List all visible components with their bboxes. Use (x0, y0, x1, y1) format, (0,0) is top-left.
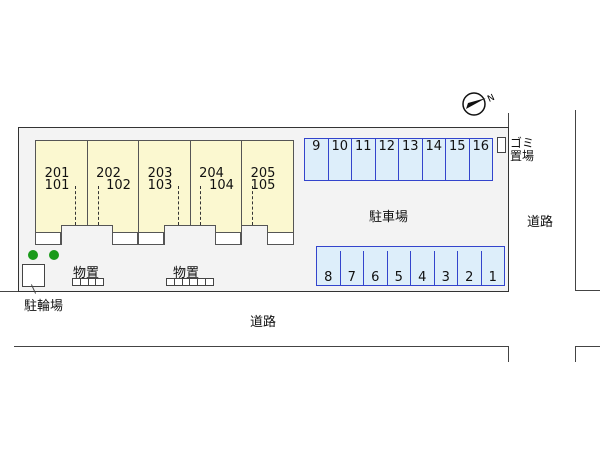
unit-number-upper: 203 (147, 166, 173, 181)
balcony (112, 232, 138, 245)
apartment-unit[interactable] (35, 140, 88, 233)
road-label-bottom: 道路 (250, 315, 277, 330)
tree-icon (49, 250, 59, 260)
stair-line (178, 186, 179, 225)
parking-space[interactable]: 6 (364, 251, 388, 285)
parking-space[interactable]: 12 (376, 139, 399, 180)
road-edge-right (575, 110, 576, 291)
bicycle-shed (22, 264, 45, 287)
stair-line (75, 186, 76, 225)
parking-space[interactable]: 2 (458, 251, 482, 285)
storage-shed (72, 278, 104, 286)
balcony (138, 232, 164, 245)
unit-number-lower: 102 (106, 178, 131, 193)
north-compass-icon: N (461, 91, 497, 117)
unit-number-lower: 103 (147, 178, 173, 193)
garbage-label-line2: 置場 (510, 149, 535, 163)
garbage-label-line1: ゴミ (510, 136, 535, 150)
storage-label: 物置 (73, 266, 100, 281)
parking-space[interactable]: 16 (472, 139, 490, 154)
entrance (164, 225, 216, 245)
garbage-label: ゴミ 置場 (510, 137, 534, 163)
parking-space[interactable]: 15 (446, 139, 470, 180)
road-corner-h (575, 346, 600, 347)
stair-line (252, 186, 253, 225)
stair-line (98, 186, 99, 225)
road-edge-right-h (575, 290, 600, 291)
parking-label: 駐車場 (369, 210, 409, 225)
storage-label: 物置 (173, 266, 200, 281)
balcony (267, 232, 294, 245)
garbage-box (497, 137, 506, 153)
balcony (215, 232, 241, 245)
unit-number-upper: 205 (250, 166, 276, 181)
unit-number-upper: 201 (44, 166, 70, 181)
road-corner-v (575, 346, 576, 362)
unit-number-lower: 101 (44, 178, 70, 193)
storage-shed (166, 278, 214, 286)
boundary-right (508, 113, 509, 128)
parking-space[interactable]: 4 (411, 251, 435, 285)
tree-icon (28, 250, 38, 260)
unit-number-upper: 202 (96, 166, 121, 181)
parking-space[interactable]: 8 (317, 251, 341, 285)
balcony (35, 232, 61, 245)
stair-line (200, 186, 201, 225)
road-edge-bottom (14, 346, 509, 347)
parking-space[interactable]: 11 (352, 139, 376, 180)
parking-space[interactable]: 5 (388, 251, 411, 285)
entrance (61, 225, 113, 245)
road-edge-bottom-v (508, 346, 509, 362)
parking-space[interactable]: 7 (341, 251, 364, 285)
bicycle-parking-label: 駐輪場 (24, 299, 64, 314)
unit-number-lower: 104 (209, 178, 234, 193)
unit-number-upper: 204 (199, 166, 224, 181)
entrance (241, 225, 268, 245)
parking-space[interactable]: 1 (488, 270, 497, 285)
parking-space[interactable]: 3 (435, 251, 458, 285)
parking-row-top: 9 10 11 12 13 14 15 16 (304, 138, 493, 181)
apartment-unit[interactable] (87, 140, 139, 233)
svg-text:N: N (486, 93, 496, 105)
parking-space[interactable]: 13 (399, 139, 423, 180)
road-label-right: 道路 (527, 215, 554, 230)
parking-space[interactable]: 14 (423, 139, 446, 180)
apartment-unit[interactable] (190, 140, 242, 233)
unit-number-lower: 105 (250, 178, 276, 193)
parking-space[interactable]: 9 (305, 139, 329, 180)
boundary-left (0, 291, 18, 292)
parking-space[interactable]: 10 (329, 139, 352, 180)
parking-row-bottom: 8 7 6 5 4 3 2 1 (316, 246, 505, 286)
